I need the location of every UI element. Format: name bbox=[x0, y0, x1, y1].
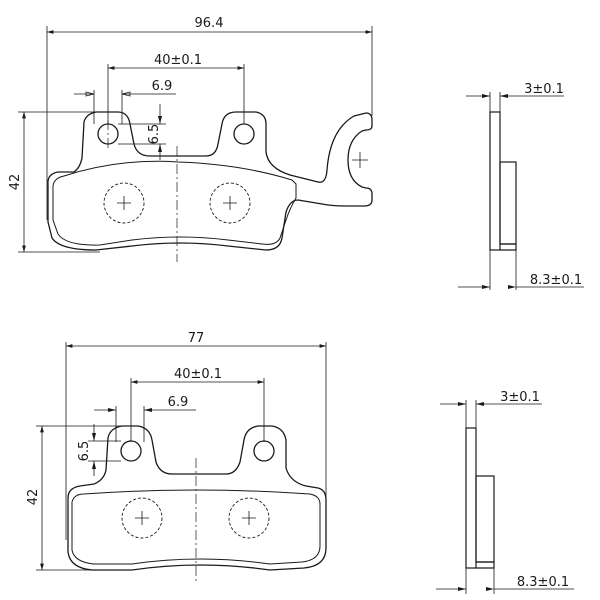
friction-material-outline-bottom bbox=[71, 489, 321, 565]
cross-mark-left-top bbox=[117, 196, 131, 210]
width-dimension-top: 96.4 bbox=[195, 16, 224, 31]
side-view-bottom: 3±0.1 8.3±0.1 bbox=[436, 390, 574, 594]
hole-height-extension-lines-top bbox=[118, 123, 166, 145]
hole-height-arrow-top-a bbox=[158, 116, 162, 124]
width-extension-lines-top bbox=[46, 26, 373, 220]
offset-arrow-right-top bbox=[121, 91, 131, 97]
friction-material-outline-top bbox=[52, 160, 297, 246]
offset-dimension-top: 6.9 bbox=[152, 79, 173, 94]
front-view-top: 96.4 40±0.1 6.9 6.5 42 bbox=[8, 16, 373, 262]
pin-circle-left-bottom bbox=[121, 497, 163, 539]
plate-thickness-arrow-b-bottom bbox=[476, 402, 484, 406]
total-thickness-arrow-b-bottom bbox=[486, 587, 494, 591]
offset-arrow-right-bottom bbox=[144, 408, 152, 412]
mounting-hole-right-bottom bbox=[253, 440, 275, 462]
offset-extension-lines-bottom bbox=[115, 406, 145, 442]
offset-arrow-left-top bbox=[85, 91, 95, 97]
pin-circle-left-top bbox=[103, 182, 145, 224]
plate-thickness-dimension-top: 3±0.1 bbox=[524, 82, 564, 97]
backing-plate-outline-bottom bbox=[67, 425, 327, 571]
hole-height-dimension-bottom: 6.5 bbox=[77, 441, 92, 462]
hole-spacing-dimension-bottom: 40±0.1 bbox=[174, 367, 222, 382]
cross-mark-right-top bbox=[223, 196, 237, 210]
total-thickness-arrow-b-top bbox=[508, 285, 516, 289]
backing-plate-side-bottom bbox=[465, 427, 477, 569]
plate-thickness-dimension-bottom: 3±0.1 bbox=[500, 390, 540, 405]
plate-thickness-extension-lines-top bbox=[489, 92, 501, 112]
hole-height-arrow-bottom-a bbox=[92, 433, 96, 441]
hole-height-extension-lines-bottom bbox=[88, 440, 121, 462]
pin-circle-right-bottom bbox=[228, 497, 270, 539]
hole-height-dimension-top: 6.5 bbox=[147, 124, 162, 145]
plate-thickness-arrow-a-bottom bbox=[458, 402, 466, 406]
backing-plate-outline-top bbox=[47, 111, 373, 251]
backing-plate-side-top bbox=[489, 111, 501, 251]
pin-circle-right-top bbox=[209, 182, 251, 224]
cross-mark-left-bottom bbox=[135, 511, 149, 525]
offset-arrow-left-bottom bbox=[108, 408, 116, 412]
total-thickness-extension-lines-bottom bbox=[465, 568, 495, 594]
hole-spacing-dimension-top: 40±0.1 bbox=[154, 53, 202, 68]
side-view-top: 3±0.1 8.3±0.1 bbox=[458, 82, 584, 290]
friction-pad-side-top bbox=[499, 161, 517, 245]
pad-lower-edge-top bbox=[500, 243, 517, 251]
height-dimension-bottom: 42 bbox=[26, 489, 41, 506]
hole-height-arrow-top-b bbox=[158, 144, 162, 152]
friction-pad-side-bottom bbox=[475, 475, 495, 563]
hole-spacing-extension-lines-top bbox=[107, 64, 245, 124]
total-thickness-arrow-a-bottom bbox=[458, 587, 466, 591]
cross-mark-hook-top bbox=[352, 152, 368, 168]
pad-lower-edge-bottom bbox=[476, 561, 495, 569]
offset-dimension-bottom: 6.9 bbox=[168, 395, 189, 410]
total-thickness-extension-lines-top bbox=[489, 250, 517, 290]
cross-mark-right-bottom bbox=[242, 511, 256, 525]
total-thickness-dimension-bottom: 8.3±0.1 bbox=[517, 575, 569, 590]
height-dimension-top: 42 bbox=[8, 174, 23, 191]
hole-height-arrow-bottom-b bbox=[92, 461, 96, 469]
hole-spacing-extension-lines-bottom bbox=[130, 378, 265, 442]
plate-thickness-extension-lines-bottom bbox=[465, 400, 477, 428]
mounting-hole-left-bottom bbox=[120, 440, 142, 462]
total-thickness-dimension-top: 8.3±0.1 bbox=[530, 273, 582, 288]
width-extension-lines-bottom bbox=[65, 342, 327, 540]
height-extension-lines-bottom bbox=[36, 425, 124, 571]
width-dimension-bottom: 77 bbox=[188, 331, 205, 346]
total-thickness-arrow-a-top bbox=[482, 285, 490, 289]
plate-thickness-arrow-b-top bbox=[500, 94, 508, 98]
mounting-hole-right-top bbox=[233, 123, 255, 145]
offset-extension-lines-top bbox=[93, 90, 123, 124]
height-extension-lines-top bbox=[18, 111, 100, 253]
plate-thickness-arrow-a-top bbox=[482, 94, 490, 98]
front-view-bottom: 77 40±0.1 6.9 6.5 42 bbox=[26, 331, 327, 584]
